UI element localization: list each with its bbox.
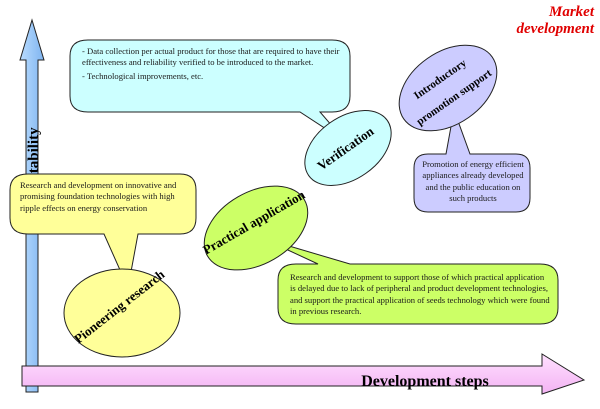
stage-ellipse-introductory-promotion-support <box>398 44 498 132</box>
market-development-label: Market development <box>454 4 594 38</box>
stage-ellipse-pioneering-research <box>63 268 181 358</box>
verification-callout-item: - Data collection per actual product for… <box>82 46 340 68</box>
market-label-line2: development <box>516 21 594 37</box>
promotion-callout-bubble <box>413 108 531 213</box>
market-label-line1: Market <box>549 4 594 20</box>
verification-callout-text: - Data collection per actual product for… <box>82 46 342 84</box>
stage-ellipse-verification <box>304 110 392 186</box>
verification-callout-item: - Technological improvements, etc. <box>82 70 204 81</box>
promotion-callout-text: Promotion of energy efficient appliances… <box>422 159 524 204</box>
pioneering-callout-bubble <box>9 173 197 290</box>
x-axis-arrow <box>21 353 586 395</box>
practical-callout-text: Research and development to support thos… <box>290 272 550 317</box>
pioneering-callout-text: Research and development on innovative a… <box>20 180 177 213</box>
x-axis-label: Development steps <box>361 373 489 390</box>
practical-callout-bubble <box>261 237 559 325</box>
stage-ellipse-practical-application <box>203 185 309 271</box>
